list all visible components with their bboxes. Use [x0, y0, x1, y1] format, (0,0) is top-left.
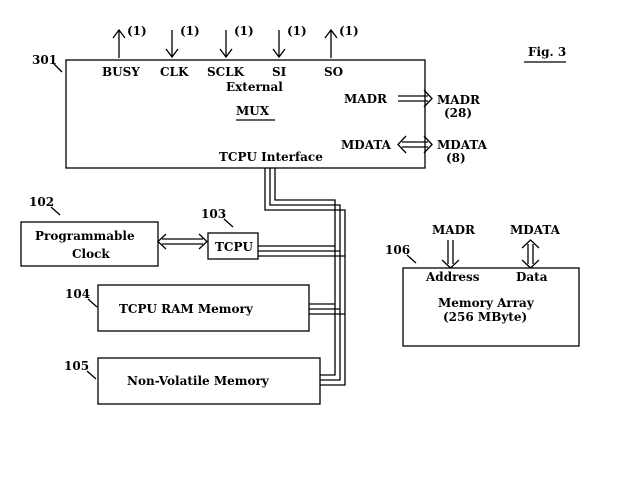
clock-label-line1: Programmable	[35, 229, 135, 243]
busy-width: (1)	[127, 24, 147, 38]
so-signal-label: SO	[324, 65, 343, 79]
clk-width: (1)	[180, 24, 200, 38]
mux-label-external: External	[226, 80, 283, 94]
clk-signal-label: CLK	[160, 65, 189, 79]
internal-bus	[258, 168, 346, 386]
memory-madr-label: MADR	[432, 223, 476, 237]
memory-data-arrow	[521, 239, 540, 269]
sclk-signal-label: SCLK	[207, 65, 245, 79]
ref-103: 103	[201, 207, 226, 221]
ref-301: 301	[32, 53, 57, 67]
busy-arrow	[112, 28, 126, 58]
memory-address-label: Address	[425, 270, 480, 284]
non-volatile-memory-block	[97, 357, 321, 405]
clock-label-line2: Clock	[72, 247, 110, 261]
memory-mdata-label: MDATA	[510, 223, 561, 237]
si-width: (1)	[287, 24, 307, 38]
ref-105-leader	[86, 370, 97, 380]
ref-106: 106	[385, 243, 410, 257]
sclk-arrow	[219, 30, 233, 59]
madr-output-label: MADR	[437, 93, 481, 107]
ref-104: 104	[65, 287, 90, 301]
so-arrow	[324, 28, 338, 58]
mdata-output-label: MDATA	[437, 138, 488, 152]
sclk-width: (1)	[234, 24, 254, 38]
madr-output-width: (28)	[444, 106, 472, 120]
ref-102-leader	[50, 206, 61, 216]
tcpu-ram-memory-block	[97, 284, 310, 332]
madr-output-arrow	[398, 89, 433, 108]
ref-104-leader	[87, 298, 98, 308]
nvm-label: Non-Volatile Memory	[127, 374, 270, 388]
si-arrow	[272, 30, 286, 59]
madr-port-label: MADR	[344, 92, 388, 106]
clk-arrow	[165, 30, 179, 59]
memory-data-label: Data	[516, 270, 548, 284]
tcpu-label: TCPU	[215, 240, 254, 254]
ref-301-leader	[53, 63, 63, 73]
ref-106-leader	[406, 254, 417, 264]
si-signal-label: SI	[272, 65, 287, 79]
ref-103-leader	[223, 218, 234, 228]
figure-label: Fig. 3	[528, 45, 566, 59]
interface-title: TCPU Interface	[219, 150, 323, 164]
memory-array-label-line2: (256 MByte)	[443, 310, 527, 324]
memory-array-label-line1: Memory Array	[438, 296, 535, 310]
clock-tcpu-arrow	[157, 233, 208, 250]
ref-102: 102	[29, 195, 54, 209]
mdata-output-width: (8)	[446, 151, 466, 165]
tcpu-interface-block	[65, 59, 426, 169]
ref-105: 105	[64, 359, 89, 373]
memory-address-arrow	[441, 240, 460, 269]
tcpu-block	[207, 232, 259, 260]
mux-label: MUX	[236, 104, 270, 118]
ram-label: TCPU RAM Memory	[119, 302, 254, 316]
mdata-port-label: MDATA	[341, 138, 392, 152]
programmable-clock-block	[20, 221, 159, 267]
mdata-bidirectional-arrow	[397, 135, 433, 154]
busy-signal-label: BUSY	[102, 65, 140, 79]
so-width: (1)	[339, 24, 359, 38]
memory-array-block	[402, 267, 580, 347]
